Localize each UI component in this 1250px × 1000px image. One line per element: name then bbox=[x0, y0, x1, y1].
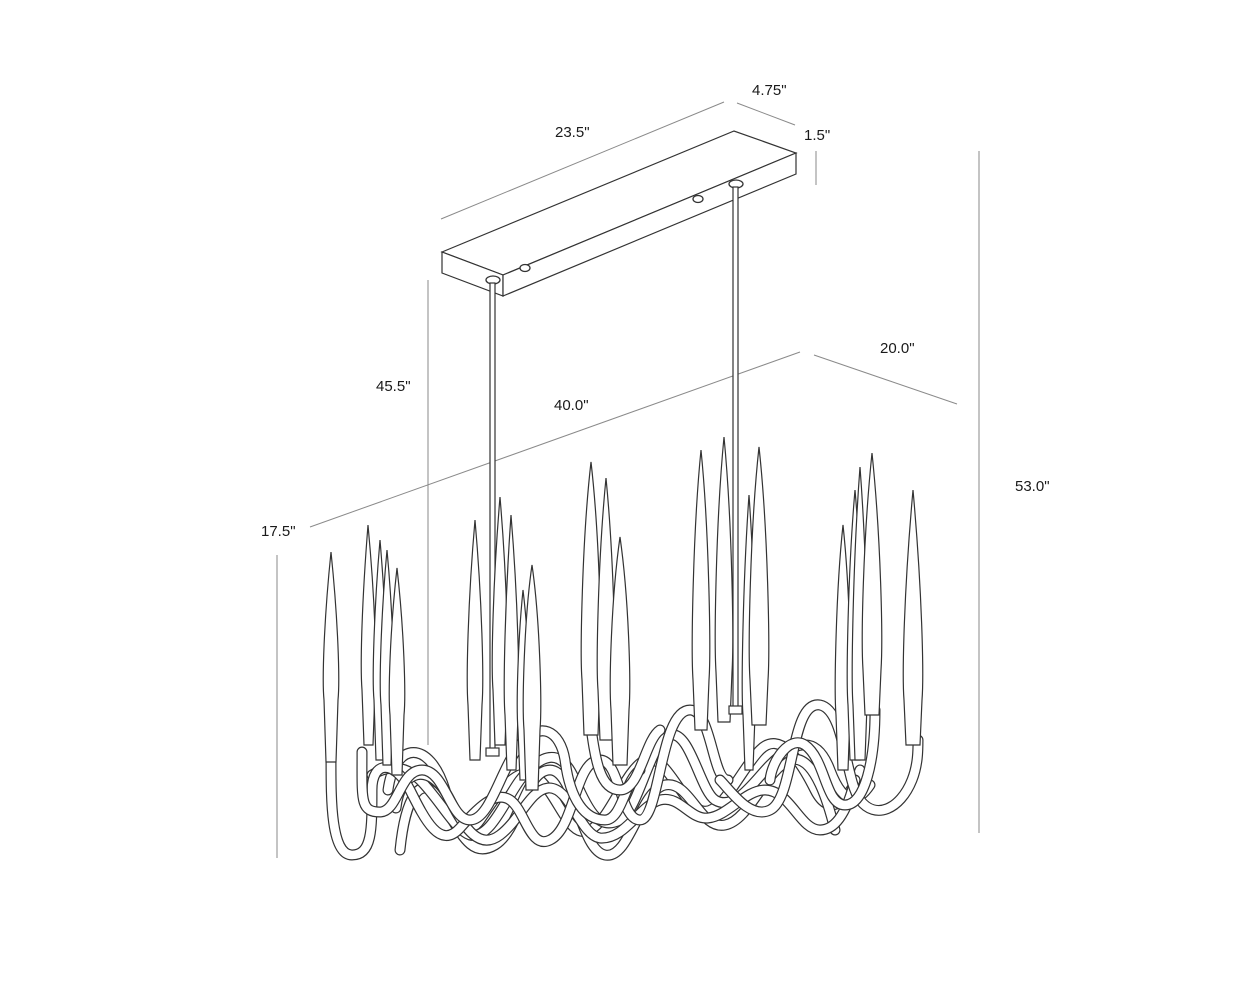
canopy-side bbox=[502, 152, 797, 297]
candle-shade bbox=[748, 446, 770, 726]
candle-shade bbox=[322, 551, 340, 763]
overall-height-label: 53.0" bbox=[1015, 478, 1050, 495]
candle-shade bbox=[522, 564, 542, 791]
dimension-lines bbox=[276, 101, 980, 858]
rod-couplers bbox=[485, 705, 743, 757]
candle-shade bbox=[388, 567, 406, 776]
rod-coupler bbox=[485, 747, 500, 757]
canopy-top bbox=[440, 130, 798, 276]
canopy-width-label: 4.75" bbox=[752, 82, 787, 99]
wave-arms bbox=[325, 699, 924, 861]
candle-shade bbox=[466, 519, 484, 761]
candle-shade bbox=[691, 449, 711, 731]
canopy-screw-icon bbox=[692, 194, 704, 204]
candle-shade bbox=[902, 489, 924, 746]
dimension-labels: 23.5" 4.75" 1.5" 45.5" 40.0" 20.0" 17.5"… bbox=[261, 82, 1050, 540]
fixture-length-label: 40.0" bbox=[554, 397, 589, 414]
rod-coupler bbox=[728, 705, 743, 715]
canopy-screw-icon bbox=[519, 263, 531, 273]
canopy-length-line bbox=[440, 101, 725, 220]
fixture-height-label: 17.5" bbox=[261, 523, 296, 540]
candle-shade bbox=[714, 436, 734, 723]
fixture-length-line bbox=[309, 351, 801, 528]
canopy-width-line bbox=[736, 102, 796, 126]
drop-height-label: 45.5" bbox=[376, 378, 411, 395]
candle-shade bbox=[503, 514, 520, 771]
candle-shades bbox=[322, 436, 924, 791]
canopy bbox=[440, 130, 798, 297]
canopy-height-label: 1.5" bbox=[804, 127, 830, 144]
candle-shade bbox=[609, 536, 631, 766]
suspension-rod-right bbox=[732, 186, 739, 708]
fixture-width-label: 20.0" bbox=[880, 340, 915, 357]
canopy-length-label: 23.5" bbox=[555, 124, 590, 141]
fixture-width-line bbox=[813, 354, 958, 405]
candle-shade bbox=[861, 452, 883, 716]
